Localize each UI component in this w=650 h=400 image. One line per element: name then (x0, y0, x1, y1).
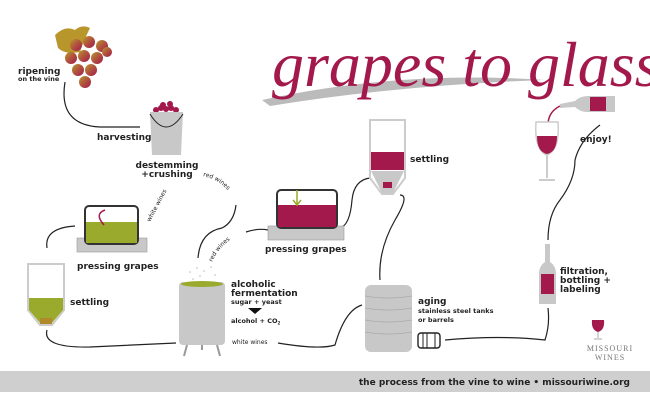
red-wines-branch-label: red wines (203, 171, 232, 191)
crushing-label: +crushing (141, 170, 192, 180)
filtration-label-2: bottling + (560, 276, 611, 286)
aging-label: aging (418, 297, 446, 307)
step-filtration: filtration, bottling + labeling (539, 244, 611, 304)
red-wines-label: red wines (207, 236, 231, 263)
white-pressing-label: pressing grapes (77, 262, 159, 272)
harvesting-label: harvesting (97, 133, 151, 143)
step-red-pressing: pressing grapes (265, 189, 347, 255)
filtration-label-1: filtration, (560, 267, 608, 277)
logo-line-2: WINES (595, 353, 625, 362)
white-wines-label: white wines (232, 339, 268, 346)
pouring-bottle-icon (547, 96, 615, 126)
white-wines-branch-label: white wines (146, 188, 169, 223)
red-pressing-label: pressing grapes (265, 245, 347, 255)
white-settling-label: settling (70, 298, 109, 308)
wine-press-icon (267, 189, 345, 241)
fermentation-output: alcohol + CO2 (231, 317, 281, 326)
ripening-sublabel: on the vine (18, 75, 60, 83)
wine-bottle-icon (539, 244, 556, 304)
barrel-icon (417, 332, 441, 349)
footer-text: the process from the vine to wine • miss… (359, 378, 630, 388)
enjoy-label: enjoy! (580, 135, 612, 145)
fermentation-tank-icon (179, 266, 225, 357)
grape-cluster-icon (55, 26, 112, 88)
wine-press-icon (76, 205, 148, 253)
title-swoosh (262, 77, 545, 106)
destemming-label: destemming (136, 161, 199, 171)
bucket-icon (149, 101, 184, 155)
missouri-wines-logo: MISSOURI WINES (587, 320, 633, 362)
step-enjoy: enjoy! (534, 96, 615, 181)
page-title: grapes to glass (272, 29, 650, 100)
logo-line-1: MISSOURI (587, 344, 633, 353)
step-harvesting: harvesting destemming +crushing (97, 101, 199, 180)
aging-sublabel-1: stainless steel tanks (418, 307, 494, 315)
arrow-down-icon (248, 308, 262, 314)
fermentation-label-2: fermentation (231, 289, 298, 299)
step-aging: aging stainless steel tanks or barrels (364, 285, 494, 352)
ripening-label: ripening (18, 67, 60, 77)
step-ripening: ripening on the vine (18, 26, 112, 88)
step-red-settling: settling (369, 119, 449, 195)
settling-tank-icon (27, 263, 65, 326)
filtration-label-3: labeling (560, 285, 601, 295)
step-white-settling: settling (27, 263, 109, 326)
settling-tank-icon (369, 119, 406, 195)
fermentation-label-1: alcoholic (231, 280, 276, 290)
fermentation-input: sugar + yeast (231, 298, 282, 306)
red-settling-label: settling (410, 155, 449, 165)
steel-tank-icon (364, 285, 413, 352)
footer-bar (0, 371, 650, 392)
step-white-pressing: pressing grapes (76, 205, 159, 272)
process-flow-lines (45, 81, 601, 348)
wine-glass-icon (534, 121, 560, 181)
title: grapes to glass (262, 29, 650, 106)
aging-sublabel-2: or barrels (418, 316, 454, 324)
